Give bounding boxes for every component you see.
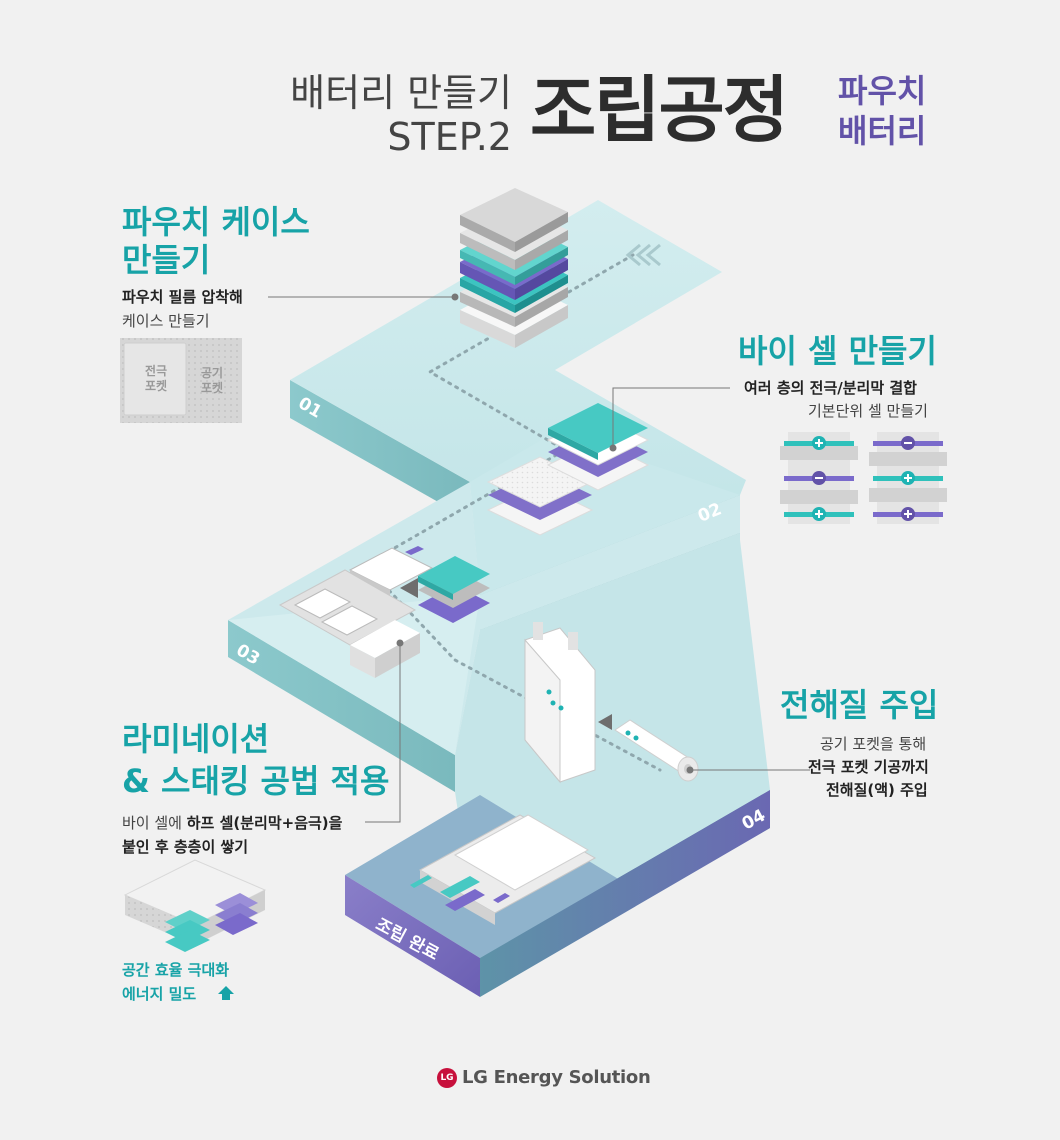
step1-desc: 케이스 만들기: [122, 312, 210, 330]
step4-desc-bold1: 전극 포켓 기공까지: [808, 758, 929, 776]
arrow-up-icon: [218, 986, 234, 1000]
step1-title-line1: 파우치 케이스: [122, 203, 310, 241]
header-line2: STEP.2: [387, 115, 512, 159]
header-line1: 배터리 만들기: [290, 71, 512, 115]
lg-logo-icon: LG: [440, 1073, 454, 1083]
air-pocket-label: 공기 포켓: [200, 366, 224, 395]
page-title: 조립공정: [530, 68, 789, 152]
step3-title-line2: & 스태킹 공법 적용: [122, 762, 390, 800]
energy-density-note: 에너지 밀도: [122, 985, 197, 1003]
electrode-pocket-label: 전극 포켓: [144, 364, 168, 393]
step2-desc: 기본단위 셀 만들기: [808, 402, 928, 420]
step1-desc-bold: 파우치 필름 압착해: [122, 288, 243, 306]
space-efficiency-note: 공간 효율 극대화: [122, 961, 230, 979]
step3-desc-line2: 붙인 후 층층이 쌓기: [122, 838, 249, 856]
step3-desc-line1: 바이 셀에 하프 셀(분리막+음극)을: [122, 814, 343, 832]
step4-desc-bold2: 전해질(액) 주입: [826, 781, 928, 799]
step4-title: 전해질 주입: [780, 686, 939, 724]
step2-title: 바이 셀 만들기: [738, 332, 937, 370]
step3-title-line1: 라미네이션: [122, 720, 270, 758]
brand-logo-text: LG Energy Solution: [462, 1067, 651, 1088]
step4-desc: 공기 포켓을 통해: [820, 735, 927, 753]
step1-title-line2: 만들기: [122, 241, 211, 279]
header-sub1: 파우치: [838, 72, 927, 110]
header-sub2: 배터리: [838, 112, 927, 150]
step2-desc-bold: 여러 층의 전극/분리막 결합: [744, 379, 917, 397]
